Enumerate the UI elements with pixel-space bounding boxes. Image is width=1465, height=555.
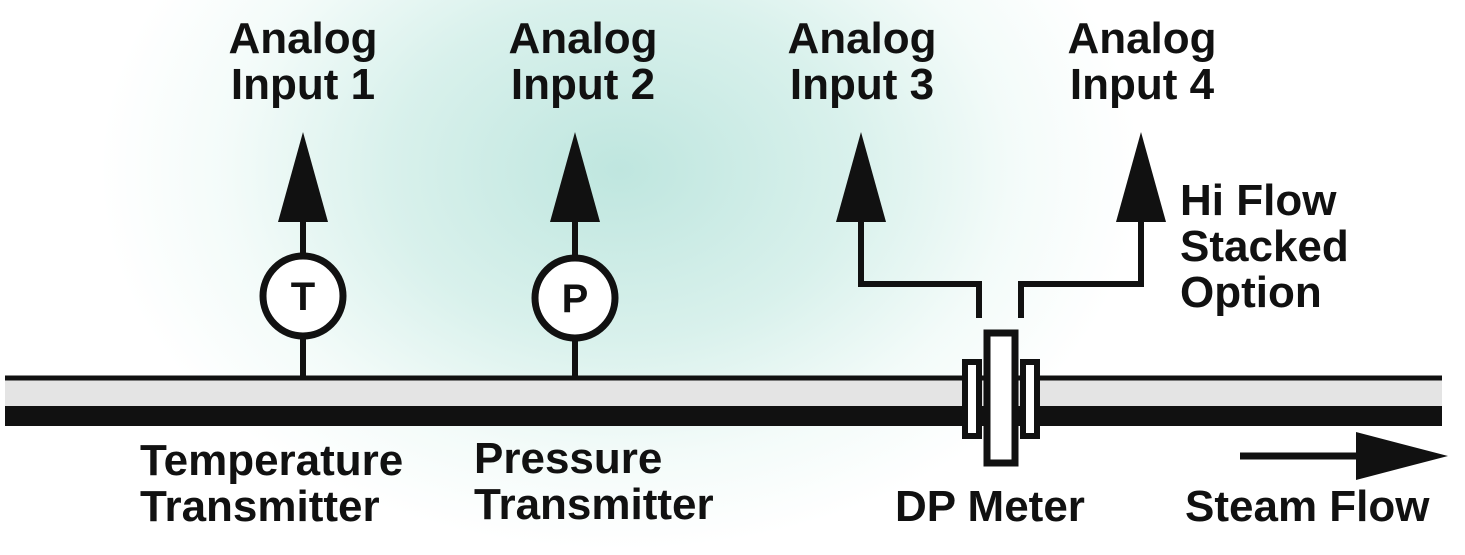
temperature-transmitter: T: [259, 132, 347, 378]
analog-input-1-label: Analog Input 1: [203, 16, 403, 108]
flow-direction-arrow: [1240, 432, 1448, 480]
label-line: Temperature: [140, 436, 404, 485]
label-line: Analog: [787, 14, 937, 63]
pressure-symbol: P: [562, 277, 589, 321]
label-line: Option: [1180, 268, 1322, 317]
dp-meter-label: DP Meter: [895, 484, 1085, 530]
steam-flow-label: Steam Flow: [1185, 484, 1430, 530]
arrow-up-icon: [278, 132, 328, 222]
arrow-up-icon: [1116, 132, 1166, 222]
dp-meter: [836, 132, 1166, 467]
label-line: Transmitter: [474, 480, 714, 529]
analog-input-4-label: Analog Input 4: [1042, 16, 1242, 108]
steam-pipe: [5, 375, 1442, 426]
label-line: Analog: [1067, 14, 1217, 63]
arrow-right-icon: [1356, 432, 1448, 480]
analog-input-2-label: Analog Input 2: [483, 16, 683, 108]
label-line: Input 1: [230, 60, 376, 109]
label-line: Analog: [228, 14, 378, 63]
label-line: Input 4: [1069, 60, 1215, 109]
analog-input-3-label: Analog Input 3: [762, 16, 962, 108]
label-line: Stacked: [1180, 222, 1349, 271]
label-line: Steam Flow: [1185, 482, 1430, 531]
label-line: Hi Flow: [1180, 176, 1337, 225]
hi-flow-note: Hi Flow Stacked Option: [1180, 178, 1349, 316]
label-line: Analog: [508, 14, 658, 63]
label-line: Transmitter: [140, 482, 380, 531]
label-line: DP Meter: [895, 482, 1085, 531]
pressure-transmitter-label: Pressure Transmitter: [474, 436, 714, 528]
temperature-symbol: T: [291, 275, 315, 319]
arrow-up-icon: [550, 132, 600, 222]
label-line: Pressure: [474, 434, 663, 483]
arrow-up-icon: [836, 132, 886, 222]
temperature-transmitter-label: Temperature Transmitter: [140, 438, 403, 530]
label-line: Input 3: [789, 60, 935, 109]
pressure-transmitter: P: [531, 132, 619, 378]
label-line: Input 2: [510, 60, 656, 109]
